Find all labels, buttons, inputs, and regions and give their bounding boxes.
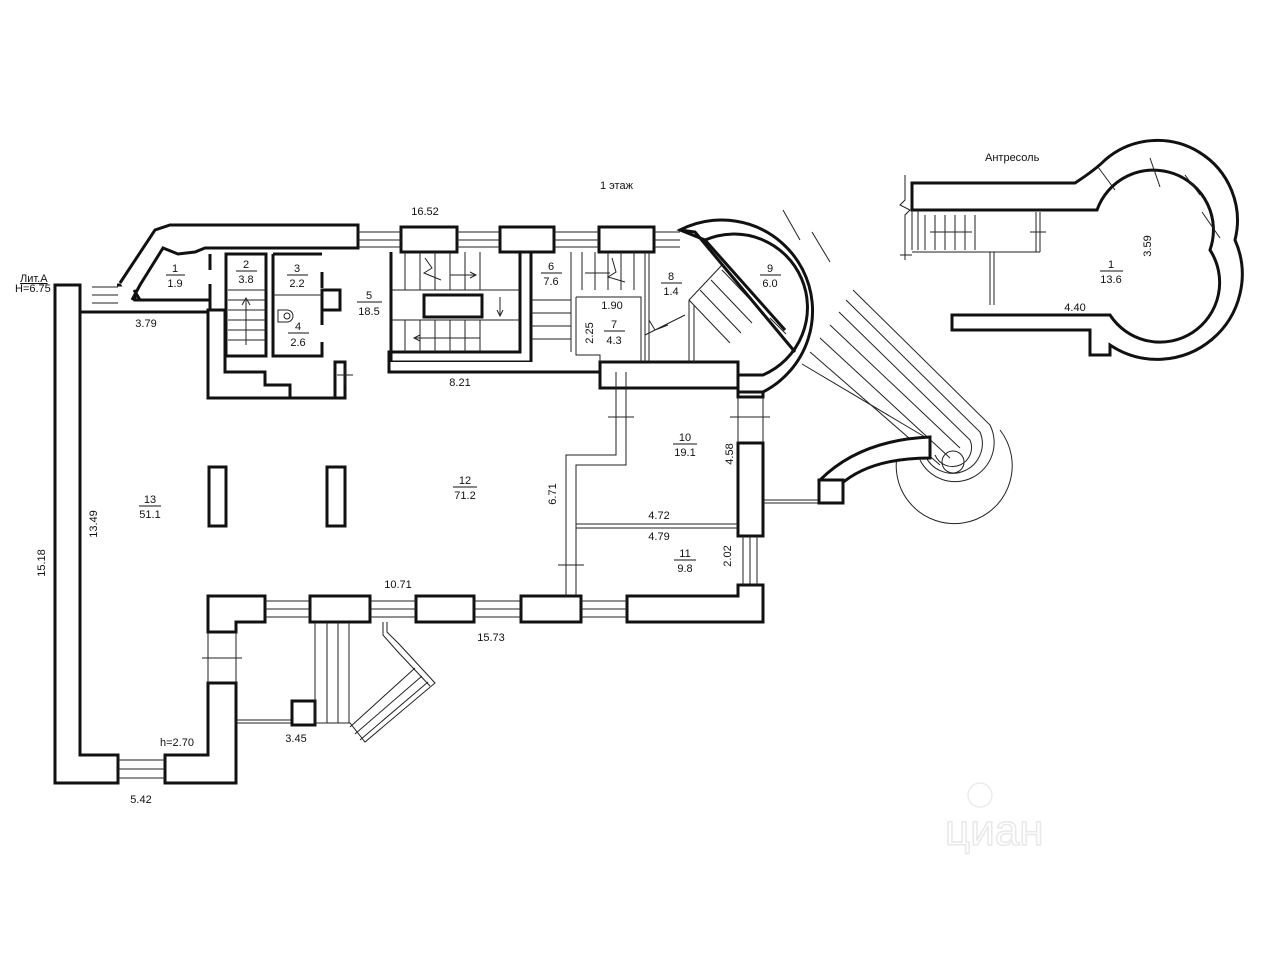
- svg-text:6.0: 6.0: [762, 278, 777, 290]
- room-label-8: 81.4: [661, 271, 682, 298]
- dim-room7-width: 1.90: [601, 300, 622, 312]
- dim-room7-depth: 2.25: [584, 322, 596, 343]
- room-label-12: 12 71.2: [453, 475, 477, 502]
- ceiling-height: h=2.70: [160, 737, 194, 749]
- svg-text:4: 4: [295, 321, 301, 333]
- room-label-11: 119.8: [674, 548, 696, 575]
- room-label-3: 32.2: [287, 263, 308, 290]
- dim-room13-depth: 13.49: [88, 510, 100, 538]
- dim-total-depth: 15.18: [36, 549, 48, 577]
- room-label-9: 96.0: [760, 263, 781, 290]
- svg-text:1: 1: [172, 263, 178, 275]
- dim-porch-width: 3.45: [285, 733, 306, 745]
- building-label: Лит.А: [20, 273, 48, 285]
- dim-hall-width: 10.71: [384, 579, 412, 591]
- svg-text:12: 12: [459, 475, 471, 487]
- svg-text:51.1: 51.1: [139, 509, 160, 521]
- svg-text:18.5: 18.5: [358, 306, 379, 318]
- room-label-13: 13 51.1: [139, 494, 161, 521]
- svg-text:2.6: 2.6: [290, 337, 305, 349]
- svg-text:9.8: 9.8: [677, 563, 692, 575]
- dim-room13-inner: 3.79: [135, 318, 156, 330]
- svg-text:9: 9: [767, 263, 773, 275]
- svg-text:1.4: 1.4: [663, 286, 678, 298]
- svg-text:7.6: 7.6: [543, 276, 558, 288]
- svg-text:13: 13: [144, 494, 156, 506]
- dim-room11-width: 4.79: [648, 531, 669, 543]
- tower-room-9: [676, 209, 831, 394]
- floor-title: 1 этаж: [600, 180, 634, 192]
- dim-front-width: 15.73: [477, 632, 505, 644]
- room-label-1: 11.9: [166, 263, 185, 290]
- dim-corridor-bottom: 8.21: [449, 377, 470, 389]
- svg-text:7: 7: [611, 319, 617, 331]
- room-label-4: 42.6: [288, 321, 309, 349]
- svg-text:2.2: 2.2: [289, 278, 304, 290]
- svg-text:3.8: 3.8: [238, 274, 253, 286]
- interior-partitions: [132, 252, 820, 743]
- dim-mezz-width: 4.40: [1064, 302, 1085, 314]
- svg-text:1: 1: [1108, 259, 1114, 271]
- watermark-text: циан: [945, 806, 1044, 855]
- svg-text:1.9: 1.9: [167, 278, 182, 290]
- dim-bottom-width: 5.42: [130, 794, 151, 806]
- spiral-staircase: [801, 289, 1013, 525]
- svg-text:6: 6: [548, 261, 554, 273]
- svg-text:4.3: 4.3: [606, 335, 621, 347]
- dim-room12-depth: 6.71: [547, 483, 559, 504]
- mezzanine-room-label-1: 113.6: [1100, 259, 1123, 286]
- watermark: циан: [944, 782, 1044, 856]
- windows: [92, 231, 758, 779]
- room-label-10: 10 19.1: [673, 432, 697, 459]
- room-label-6: 67.6: [541, 261, 562, 288]
- mezzanine-plan: [899, 138, 1244, 361]
- svg-text:19.1: 19.1: [674, 447, 695, 459]
- svg-text:3: 3: [294, 263, 300, 275]
- exterior-walls: [53, 223, 765, 785]
- building-height: H=6.75: [15, 283, 51, 295]
- svg-text:11: 11: [679, 548, 690, 560]
- dim-room10-depth: 4.58: [724, 443, 736, 464]
- svg-text:71.2: 71.2: [454, 490, 475, 502]
- svg-text:13.6: 13.6: [1100, 274, 1121, 286]
- svg-text:2: 2: [243, 259, 249, 271]
- dim-top-width: 16.52: [411, 206, 439, 218]
- dim-room11-depth: 2.02: [722, 545, 734, 566]
- room-label-7: 74.3: [604, 319, 625, 347]
- mezzanine-title: Антресоль: [985, 152, 1040, 164]
- svg-text:5: 5: [366, 290, 372, 302]
- room-label-5: 518.5: [357, 290, 382, 318]
- svg-text:10: 10: [679, 432, 691, 444]
- room-label-2: 23.8: [236, 259, 257, 286]
- dim-mezz-depth: 3.59: [1142, 235, 1154, 256]
- svg-text:8: 8: [668, 271, 674, 283]
- dim-room10-width: 4.72: [648, 510, 669, 522]
